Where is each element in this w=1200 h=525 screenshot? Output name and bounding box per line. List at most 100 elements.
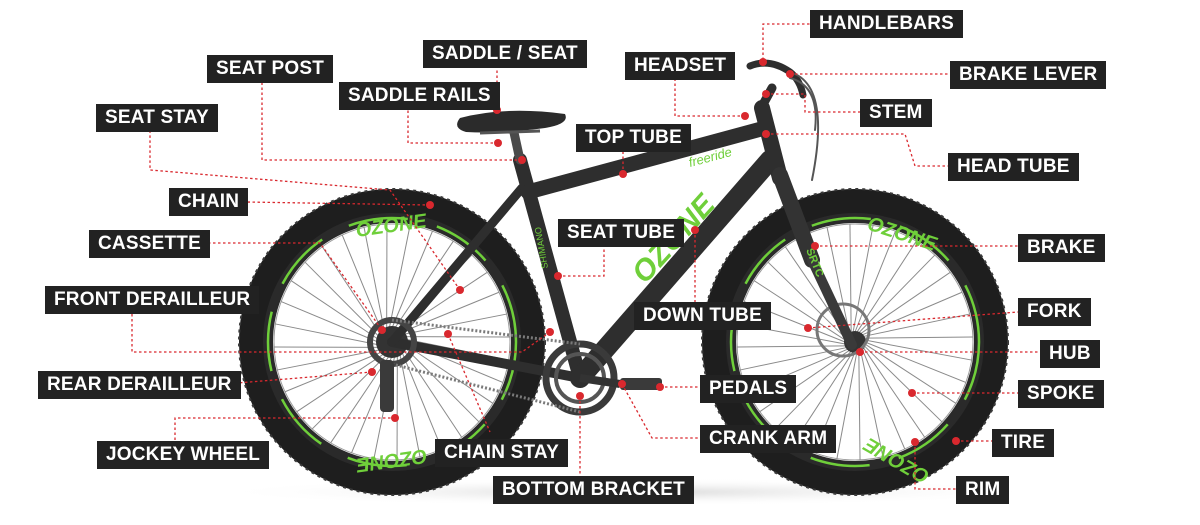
front-rim-decal (729, 216, 981, 468)
dot-brake-lever (786, 70, 794, 78)
spoke (284, 351, 383, 393)
stem-shape (755, 83, 777, 115)
dot-rear-derailleur (368, 368, 376, 376)
leader-headset (674, 80, 745, 117)
spoke (341, 234, 383, 333)
dot-rim (911, 438, 919, 446)
rear-rim-decal (266, 216, 518, 468)
dot-headset (741, 112, 749, 120)
saddle-rails-shape (479, 129, 541, 135)
leader-jockey-wheel (174, 417, 395, 440)
label-seat-tube: SEAT TUBE (558, 219, 685, 247)
spoke (849, 224, 852, 333)
spoke (399, 353, 421, 457)
leader-chain (244, 201, 431, 206)
spoke (862, 347, 926, 438)
spoke (854, 230, 896, 333)
rear-tire (239, 189, 545, 495)
dot-fork (804, 324, 812, 332)
dot-front-derailleur (546, 328, 554, 336)
leader-saddle-rails (407, 110, 498, 144)
front-rim-inner (736, 223, 974, 461)
dot-down-tube (691, 226, 699, 234)
spoke (394, 240, 454, 329)
spoke (861, 291, 963, 336)
leader-front-derailleur (131, 314, 551, 353)
spoke (863, 345, 943, 423)
rear-wheel: OZONE OZONE (238, 188, 546, 496)
dot-jockey-wheel (391, 414, 399, 422)
dot-brake (811, 242, 819, 250)
spoke (296, 353, 385, 413)
spoke (863, 313, 970, 337)
spoke (304, 261, 380, 337)
spoke (311, 354, 387, 430)
label-headset: HEADSET (625, 52, 736, 80)
spoke (861, 348, 906, 450)
leader-seat-post (261, 82, 522, 161)
leader-lines (131, 23, 1040, 490)
leader-handlebars (762, 23, 810, 60)
dot-saddle-rails (494, 139, 502, 147)
spoke (864, 336, 973, 339)
spoke (860, 271, 951, 335)
top-tube (520, 120, 773, 200)
spoke (836, 351, 858, 459)
pedal-shape (620, 378, 662, 390)
front-wheel: OZONE OZONE (701, 188, 1009, 496)
leader-head-tube (766, 133, 948, 167)
spoke (858, 351, 861, 460)
dot-top-tube (619, 170, 627, 178)
dot-head-tube (762, 130, 770, 138)
label-front-derailleur: FRONT DERAILLEUR (45, 286, 260, 314)
spoke (290, 280, 379, 340)
label-rear-derailleur: REAR DERAILLEUR (38, 371, 241, 399)
dot-handlebars (759, 58, 767, 66)
spoke (737, 345, 846, 348)
dot-seat-post (518, 156, 526, 164)
anchor-dots (368, 58, 960, 446)
spoke (826, 227, 850, 334)
spoke (864, 341, 967, 383)
saddle-shape (457, 110, 566, 133)
rear-spokes (274, 224, 510, 460)
leader-rim (914, 442, 956, 490)
spoke (864, 339, 972, 361)
front-disc-rotor (815, 302, 871, 358)
spoke (852, 225, 874, 333)
label-head-tube: HEAD TUBE (948, 153, 1079, 181)
label-jockey-wheel: JOCKEY WHEEL (97, 441, 270, 469)
label-pedals: PEDALS (700, 375, 797, 403)
label-stem: STEM (860, 99, 932, 127)
dot-spoke (908, 389, 916, 397)
spoke (767, 261, 847, 339)
spoke (404, 347, 480, 423)
dot-seat-tube (554, 272, 562, 280)
spoke (401, 291, 500, 333)
label-hub: HUB (1040, 340, 1100, 368)
dot-cassette (378, 326, 386, 334)
rear-derailleur-shape (380, 360, 394, 412)
label-saddle-rails: SADDLE RAILS (339, 82, 500, 110)
label-seat-post: SEAT POST (207, 55, 334, 83)
dot-stem (762, 90, 770, 98)
crank-arm-shape (579, 374, 621, 388)
label-tire: TIRE (992, 429, 1055, 457)
dot-seat-stay (456, 286, 464, 294)
seat-stay-tube (387, 183, 527, 347)
leader-cassette (203, 242, 383, 331)
label-rim: RIM (956, 476, 1010, 504)
label-chain-stay: CHAIN STAY (435, 439, 568, 467)
spoke (753, 280, 846, 341)
leader-fork (807, 311, 1019, 329)
fork-lower (807, 255, 857, 350)
leader-crank-arm (621, 383, 700, 439)
rear-tire-tread (238, 188, 546, 496)
spoke (277, 349, 381, 371)
spoke (330, 355, 390, 444)
spoke (403, 313, 507, 335)
spoke (405, 344, 494, 404)
label-handlebars: HANDLEBARS (810, 10, 963, 38)
front-tire (702, 189, 1008, 495)
